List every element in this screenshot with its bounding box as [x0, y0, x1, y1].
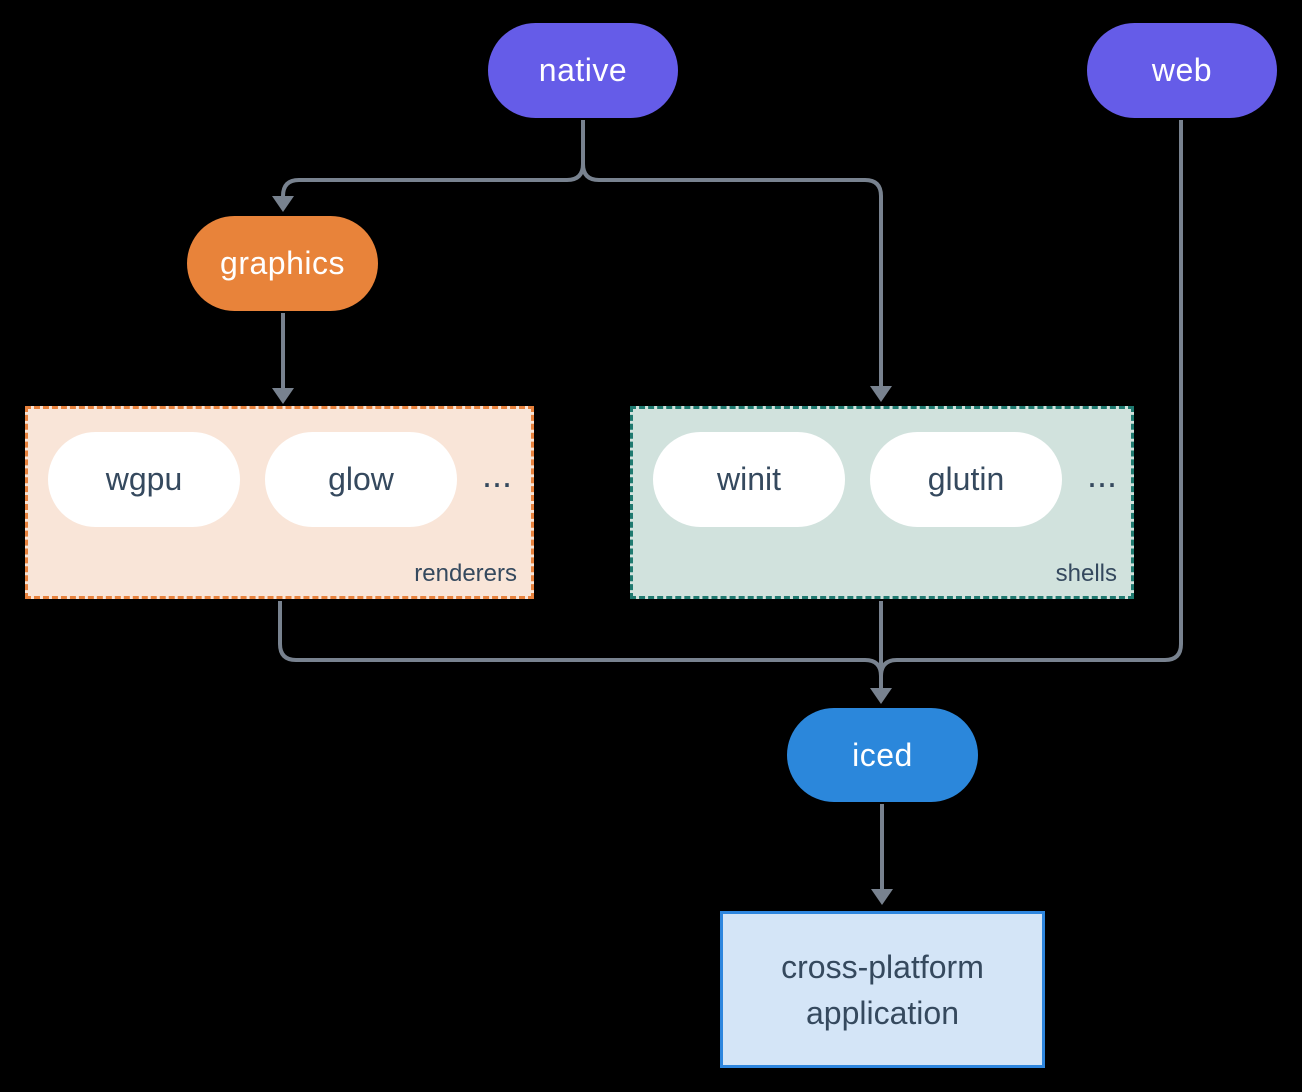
node-web: web [1087, 23, 1277, 118]
node-cross-platform-application: cross-platform application [720, 911, 1045, 1068]
edge-native-graphics [281, 120, 585, 198]
application-label-line1: cross-platform [781, 948, 984, 985]
node-glow-label: glow [328, 461, 394, 497]
renderers-ellipsis: ... [482, 453, 513, 495]
arrowhead-shells [870, 386, 892, 402]
application-label-line2: application [806, 994, 959, 1031]
arrowhead-application [871, 889, 893, 905]
node-wgpu: wgpu [48, 432, 240, 527]
node-iced: iced [787, 708, 978, 802]
group-renderers: wgpu glow ... renderers [25, 406, 534, 599]
edge-web-iced [879, 120, 1183, 684]
node-glutin: glutin [870, 432, 1062, 527]
node-winit: winit [653, 432, 845, 527]
node-glutin-label: glutin [927, 461, 1005, 497]
node-native-label: native [538, 52, 628, 88]
edge-renderers-iced [278, 601, 883, 684]
arrowhead-graphics [272, 196, 294, 212]
node-iced-label: iced [852, 736, 913, 773]
shells-ellipsis: ... [1087, 453, 1118, 495]
node-wgpu-label: wgpu [105, 461, 183, 497]
group-shells-label: shells [1055, 560, 1117, 587]
group-renderers-label: renderers [414, 560, 517, 587]
node-graphics-label: graphics [220, 245, 345, 281]
node-native: native [488, 23, 678, 118]
group-shells-row: winit glutin ... [653, 432, 1117, 527]
group-renderers-row: wgpu glow ... [48, 432, 512, 527]
node-web-label: web [1151, 52, 1213, 88]
arrowhead-iced [870, 688, 892, 704]
node-glow: glow [265, 432, 457, 527]
edge-native-shells [581, 120, 883, 388]
node-winit-label: winit [716, 461, 781, 497]
group-shells: winit glutin ... shells [630, 406, 1134, 599]
node-graphics: graphics [187, 216, 378, 311]
arrowhead-renderers [272, 388, 294, 404]
